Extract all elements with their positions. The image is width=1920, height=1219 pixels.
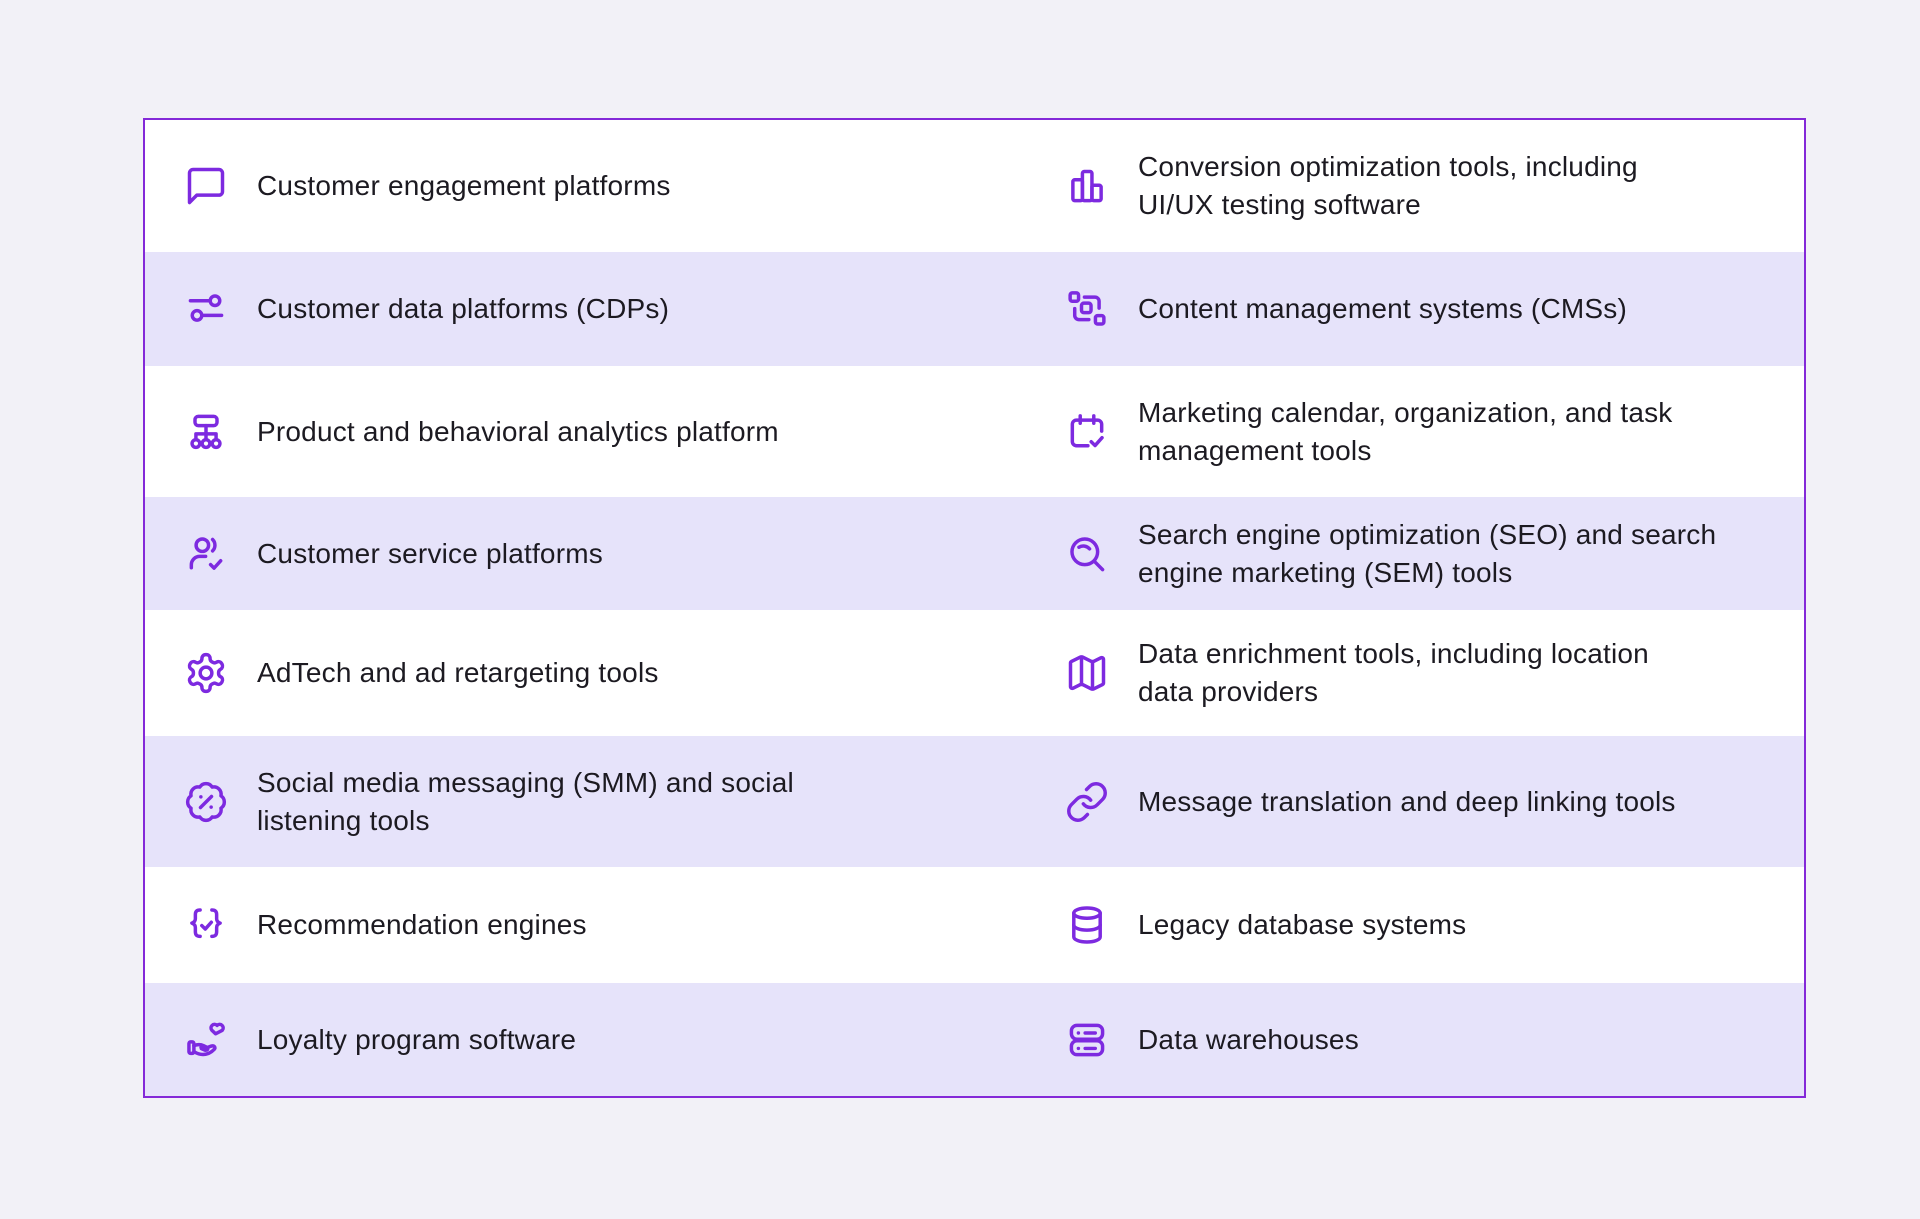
feature-label: Data enrichment tools, including locatio… — [1138, 638, 1649, 707]
feature-item: AdTech and ad retargeting tools — [184, 651, 1065, 695]
link-icon — [1065, 780, 1109, 824]
feature-item: Content management systems (CMSs) — [1065, 287, 1804, 331]
feature-item: Customer service platforms — [184, 532, 1065, 576]
feature-label: Customer engagement platforms — [257, 170, 671, 201]
feature-label: Legacy database systems — [1138, 909, 1467, 940]
feature-label: Social media messaging (SMM) and social … — [257, 766, 794, 836]
table-row: Customer service platforms Search engine… — [145, 497, 1804, 610]
feature-label: Product and behavioral analytics platfor… — [257, 415, 779, 447]
cms-blocks-icon — [1065, 287, 1109, 331]
feature-item: Search engine optimization (SEO) and sea… — [1065, 516, 1804, 592]
feature-item: Customer engagement platforms — [184, 164, 1065, 208]
feature-item: Message translation and deep linking too… — [1065, 780, 1804, 824]
gear-icon — [184, 651, 228, 695]
feature-item: Data warehouses — [1065, 1018, 1804, 1062]
feature-item: Marketing calendar, organization, and ta… — [1065, 394, 1804, 470]
braces-check-icon — [184, 903, 228, 947]
table-row: Social media messaging (SMM) and social … — [145, 736, 1804, 867]
table-row: Recommendation engines Legacy database s… — [145, 867, 1804, 983]
map-icon — [1065, 651, 1109, 695]
feature-label: Customer data platforms (CDPs) — [257, 293, 670, 324]
feature-item: Customer data platforms (CDPs) — [184, 287, 1065, 331]
database-icon — [1065, 903, 1109, 947]
feature-item: Recommendation engines — [184, 903, 1065, 947]
feature-item: Product and behavioral analytics platfor… — [184, 410, 1065, 454]
feature-item: Loyalty program software — [184, 1018, 1065, 1062]
table-row: Loyalty program software Data warehouses — [145, 983, 1804, 1096]
feature-item: Social media messaging (SMM) and social … — [184, 764, 1065, 840]
sitemap-icon — [184, 410, 228, 454]
user-check-icon — [184, 532, 228, 576]
table-row: Customer data platforms (CDPs) Content m… — [145, 252, 1804, 366]
table-row: AdTech and ad retargeting tools Data enr… — [145, 610, 1804, 736]
feature-label: Message translation and deep linking too… — [1138, 785, 1676, 817]
feature-item: Data enrichment tools, including locatio… — [1065, 635, 1804, 711]
calendar-check-icon — [1065, 410, 1109, 454]
feature-label: Customer service platforms — [257, 537, 603, 569]
feature-label: Recommendation engines — [257, 909, 587, 940]
feature-label: Conversion optimization tools, including… — [1138, 151, 1638, 220]
feature-label: Search engine optimization (SEO) and sea… — [1138, 518, 1717, 588]
server-stack-icon — [1065, 1018, 1109, 1062]
feature-label: Data warehouses — [1138, 1023, 1359, 1055]
feature-item: Legacy database systems — [1065, 903, 1804, 947]
feature-item: Conversion optimization tools, including… — [1065, 148, 1804, 224]
table-row: Product and behavioral analytics platfor… — [145, 366, 1804, 497]
feature-label: Loyalty program software — [257, 1023, 577, 1055]
feature-label: Content management systems (CMSs) — [1138, 293, 1627, 324]
hand-heart-icon — [184, 1018, 228, 1062]
feature-label: Marketing calendar, organization, and ta… — [1138, 396, 1673, 466]
bar-chart-icon — [1065, 164, 1109, 208]
feature-label: AdTech and ad retargeting tools — [257, 657, 659, 688]
search-icon — [1065, 532, 1109, 576]
badge-percent-icon — [184, 780, 228, 824]
table-row: Customer engagement platforms Conversion… — [145, 120, 1804, 252]
tools-table: Customer engagement platforms Conversion… — [143, 118, 1806, 1098]
chat-bubble-icon — [184, 164, 228, 208]
sliders-icon — [184, 287, 228, 331]
